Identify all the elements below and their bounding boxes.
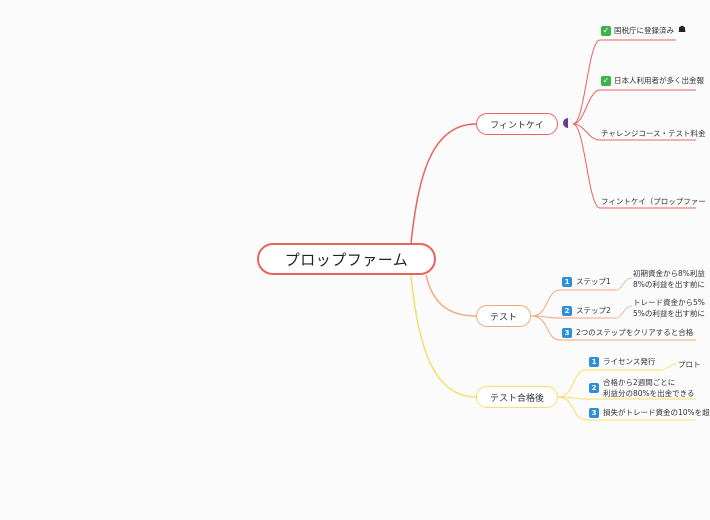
subtopic-label: フィントケイ（プロップファー xyxy=(601,197,706,206)
subtopic-label: 国税庁に登録済み xyxy=(614,26,674,35)
subtopic-pass-condition[interactable]: 3 2つのステップをクリアすると合格 xyxy=(562,327,693,338)
topic-label: テスト合格後 xyxy=(489,393,544,404)
step2-detail: トレード資金から5% 5%の利益を出す前に xyxy=(633,297,705,319)
subtopic-label-line2: 利益分の80%を出金できる xyxy=(603,389,695,398)
subtopic-step1[interactable]: 1 ステップ1 xyxy=(562,276,611,287)
topic-after-pass[interactable]: テスト合格後 xyxy=(476,386,558,408)
subtopic-label: チャレンジコース・テスト料金 xyxy=(601,129,706,138)
detail-line: 初期資金から8%利益 xyxy=(633,269,705,278)
topic-label: フィントケイ xyxy=(490,120,544,131)
subtopic-challenge-course[interactable]: チャレンジコース・テスト料金 xyxy=(601,128,706,139)
briefcase-icon: ☗ xyxy=(678,25,687,35)
subtopic-loss-limit[interactable]: 3 損失がトレード資金の10%を超 xyxy=(589,407,710,418)
subtopic-label: 2つのステップをクリアすると合格 xyxy=(576,328,694,337)
step1-detail: 初期資金から8%利益 8%の利益を出す前に xyxy=(633,268,705,290)
detail-line: 5%の利益を出す前に xyxy=(633,309,705,318)
check-icon: ✓ xyxy=(601,26,611,36)
subtopic-fintokei-prop[interactable]: フィントケイ（プロップファー xyxy=(601,196,706,207)
number-1-icon: 1 xyxy=(589,357,599,367)
topic-fintokei[interactable]: フィントケイ xyxy=(476,113,558,135)
topic-test[interactable]: テスト xyxy=(476,305,531,327)
subtopic-japanese-users[interactable]: ✓日本人利用者が多く出金報 xyxy=(601,75,704,86)
subtopic-withdraw[interactable]: 2 合格から2週間ごとに 利益分の80%を出金できる xyxy=(589,377,695,399)
number-2-icon: 2 xyxy=(589,383,599,393)
number-2-icon: 2 xyxy=(562,306,572,316)
topic-label: テスト xyxy=(489,312,517,323)
subtopic-registered[interactable]: ✓国税庁に登録済み xyxy=(601,25,674,36)
subtopic-step2[interactable]: 2 ステップ2 xyxy=(562,305,611,316)
number-1-icon: 1 xyxy=(562,277,572,287)
subtopic-license[interactable]: 1 ライセンス発行 xyxy=(589,356,655,367)
subtopic-label: 損失がトレード資金の10%を超 xyxy=(603,408,710,417)
subtopic-label: 合格から2週間ごとに xyxy=(603,378,676,387)
detail-line: トレード資金から5% xyxy=(633,298,705,307)
number-3-icon: 3 xyxy=(589,408,599,418)
detail-line: プロト xyxy=(678,360,701,369)
number-3-icon: 3 xyxy=(562,328,572,338)
collapse-toggle-icon[interactable] xyxy=(563,118,573,128)
central-topic-label: プロップファーム xyxy=(284,250,409,269)
subtopic-label: ステップ1 xyxy=(576,277,611,286)
subtopic-label: ライセンス発行 xyxy=(603,357,656,366)
license-detail: プロト xyxy=(678,359,701,370)
subtopic-label: ステップ2 xyxy=(576,306,611,315)
check-icon: ✓ xyxy=(601,76,611,86)
detail-line: 8%の利益を出す前に xyxy=(633,280,705,289)
subtopic-label: 日本人利用者が多く出金報 xyxy=(614,76,704,85)
central-topic[interactable]: プロップファーム xyxy=(257,243,436,275)
